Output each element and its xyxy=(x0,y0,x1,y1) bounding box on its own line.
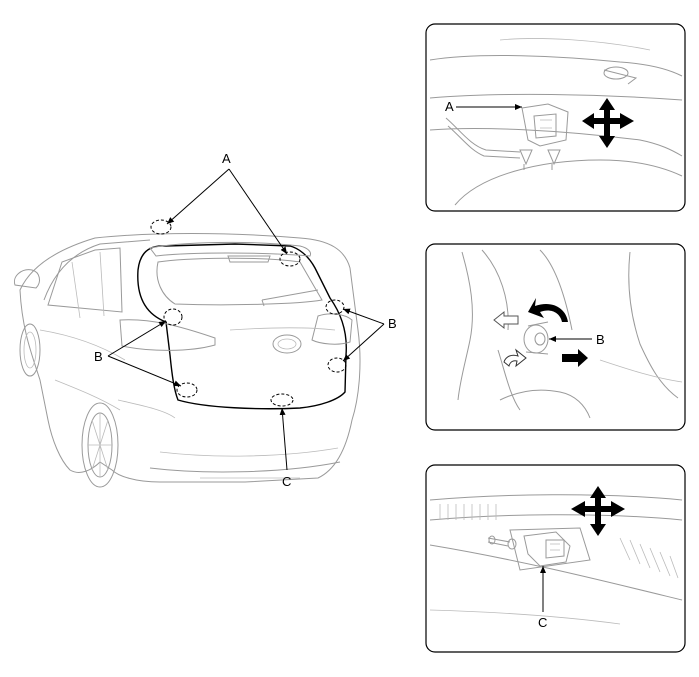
rotate-arrow-icon xyxy=(528,298,568,322)
callout-b-left: B xyxy=(94,349,103,364)
callout-a: A xyxy=(222,151,231,166)
marker-b-lower-right xyxy=(327,357,347,373)
detail-panel-hinge: A xyxy=(425,23,686,212)
panel-hinge-callout-a: A xyxy=(445,99,454,114)
direction-arrow-hollow-icon xyxy=(493,310,519,330)
marker-b-upper-left xyxy=(163,308,183,326)
marker-b-lower-left xyxy=(176,382,198,398)
callout-b-right: B xyxy=(388,316,397,331)
leader-lines xyxy=(107,168,385,471)
tailgate-outline xyxy=(119,241,353,410)
adjust-arrows-icon xyxy=(582,98,634,148)
detail-panel-latch: C xyxy=(425,464,686,653)
panel-stop-callout-b: B xyxy=(596,332,605,347)
panel-latch-callout-c: C xyxy=(538,615,547,630)
car-rear-illustration xyxy=(13,233,361,488)
marker-b-upper-right xyxy=(325,299,345,315)
marker-c xyxy=(270,393,294,407)
marker-a-left xyxy=(150,219,172,235)
callout-c: C xyxy=(282,474,291,489)
curl-arrow-icon xyxy=(503,348,527,368)
marker-a-right xyxy=(279,251,301,267)
detail-panel-bumper-stop: B xyxy=(425,243,686,431)
pull-arrow-icon xyxy=(562,349,588,367)
adjust-arrows-icon-latch xyxy=(571,486,625,536)
attachment-markers xyxy=(150,219,347,407)
